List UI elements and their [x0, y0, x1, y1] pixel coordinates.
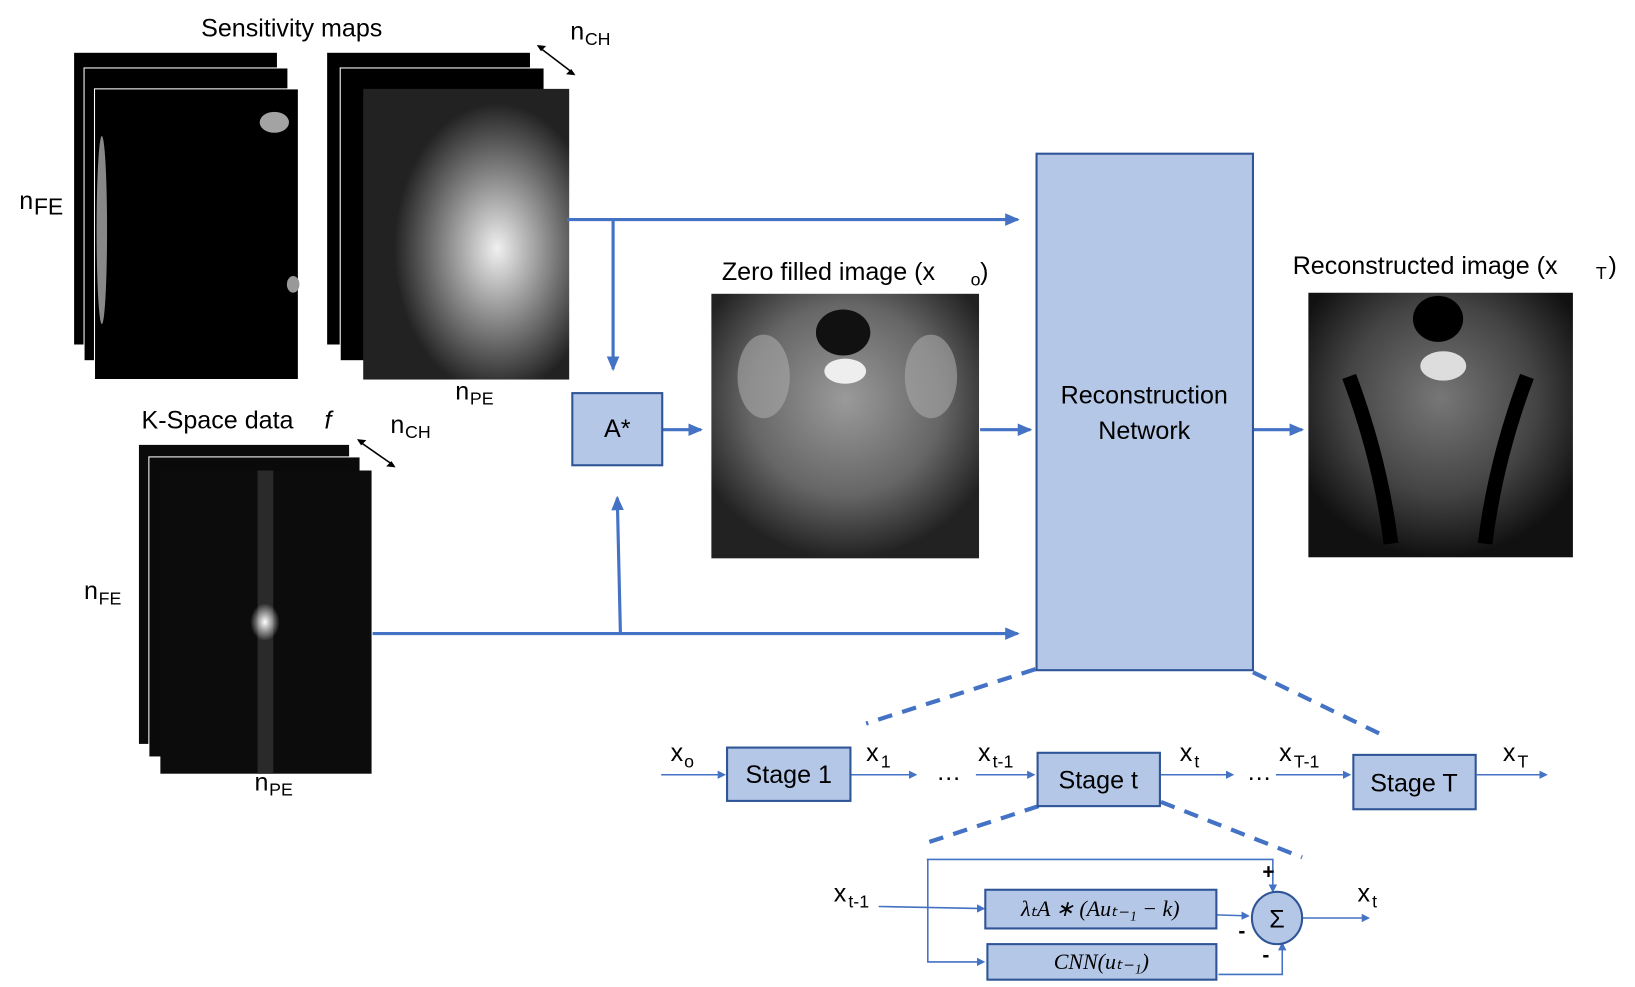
nfe-sub: FE [34, 193, 63, 219]
kspace-title: K-Space data [142, 407, 294, 435]
plus-sign: + [1262, 860, 1274, 883]
kspace-nfe-sub: FE [99, 588, 122, 608]
svg-text:o: o [684, 751, 694, 771]
sensitivity-title: Sensitivity maps [201, 15, 382, 43]
main-arrows [372, 213, 1305, 640]
svg-text:): ) [980, 258, 988, 286]
xT-label: x [1503, 739, 1516, 767]
recon-net-line1: Reconstruction [1061, 382, 1228, 410]
kspace-npe-sub: PE [269, 780, 293, 800]
x1-label: x [866, 739, 879, 767]
npe-label: n [455, 377, 469, 405]
zero-filled-image: Zero filled image (x o ) [711, 258, 988, 559]
stage-1-label: Stage 1 [746, 761, 832, 789]
stage-t-block: Stage t [1036, 751, 1161, 808]
ellipsis-1: … [936, 758, 961, 786]
nfe-label: n [19, 187, 33, 215]
zoom-dashed-lines [865, 667, 1388, 860]
summation-node: Σ [1250, 890, 1304, 946]
nch-double-arrow-icon [538, 46, 574, 74]
ellipsis-2: … [1247, 758, 1272, 786]
nch-sub: CH [585, 29, 611, 49]
kspace-nfe: n [84, 577, 98, 605]
zero-filled-title: Zero filled image (x [722, 258, 936, 286]
svg-text:t: t [1372, 892, 1377, 912]
svg-text:T: T [1596, 263, 1607, 283]
reconstructed-title: Reconstructed image (x [1293, 252, 1558, 280]
stage-T-block: Stage T [1352, 753, 1477, 811]
kspace-var: f [325, 407, 335, 435]
minus-sign-2: - [1262, 944, 1269, 967]
svg-text:o: o [971, 269, 981, 289]
svg-text:1: 1 [881, 751, 891, 771]
svg-text:T-1: T-1 [1294, 751, 1320, 771]
detail-input-label: x [834, 879, 847, 907]
stage-T-label: Stage T [1370, 769, 1457, 797]
sens-map-1 [93, 88, 299, 381]
svg-text:t: t [1194, 751, 1199, 771]
stage-1-block: Stage 1 [726, 746, 852, 802]
svg-text:t-1: t-1 [848, 892, 869, 912]
svg-text:): ) [1608, 252, 1616, 280]
sigma-icon: Σ [1269, 905, 1285, 933]
stage-chain: x o Stage 1 x 1 … x t-1 Stage t x t … x … [661, 739, 1548, 811]
xt-1-label: x [978, 739, 991, 767]
xT-1-label: x [1279, 739, 1292, 767]
kspace-nch: n [390, 411, 404, 439]
adjoint-operator-block: A* [571, 392, 664, 467]
cnn-formula: CNN(uₜ₋₁) [1054, 949, 1149, 974]
kspace-data: K-Space data f n FE n PE n CH [84, 407, 431, 800]
svg-text:T: T [1517, 751, 1528, 771]
stage-t-label: Stage t [1058, 766, 1138, 794]
kspace-npe: n [254, 768, 268, 796]
kspace-nch-arrow-icon [358, 440, 394, 466]
reconstruction-network-block: Reconstruction Network [1035, 152, 1255, 672]
reconstructed-image: Reconstructed image (x T ) [1293, 252, 1617, 558]
x0-label: x [671, 739, 684, 767]
cnn-block: CNN(uₜ₋₁) [986, 943, 1218, 981]
npe-sub: PE [470, 389, 494, 409]
stage-detail: x t-1 λₜA ∗ (Auₜ₋₁ − k) CNN(uₜ₋₁) Σ + - … [834, 858, 1377, 981]
dc-formula: λₜA ∗ (Auₜ₋₁ − k) [1020, 896, 1180, 921]
data-consistency-block: λₜA ∗ (Auₜ₋₁ − k) [984, 888, 1218, 930]
recon-net-line2: Network [1098, 417, 1190, 445]
nch-label: n [570, 18, 584, 46]
minus-sign-1: - [1238, 920, 1245, 943]
adjoint-label: A* [604, 415, 631, 443]
sens-map-2 [363, 88, 570, 380]
sensitivity-maps: Sensitivity maps n FE n PE n CH [19, 15, 610, 409]
detail-output-label: x [1358, 879, 1371, 907]
svg-text:t-1: t-1 [993, 751, 1014, 771]
xt-label: x [1180, 739, 1193, 767]
kspace-nch-sub: CH [405, 422, 431, 442]
